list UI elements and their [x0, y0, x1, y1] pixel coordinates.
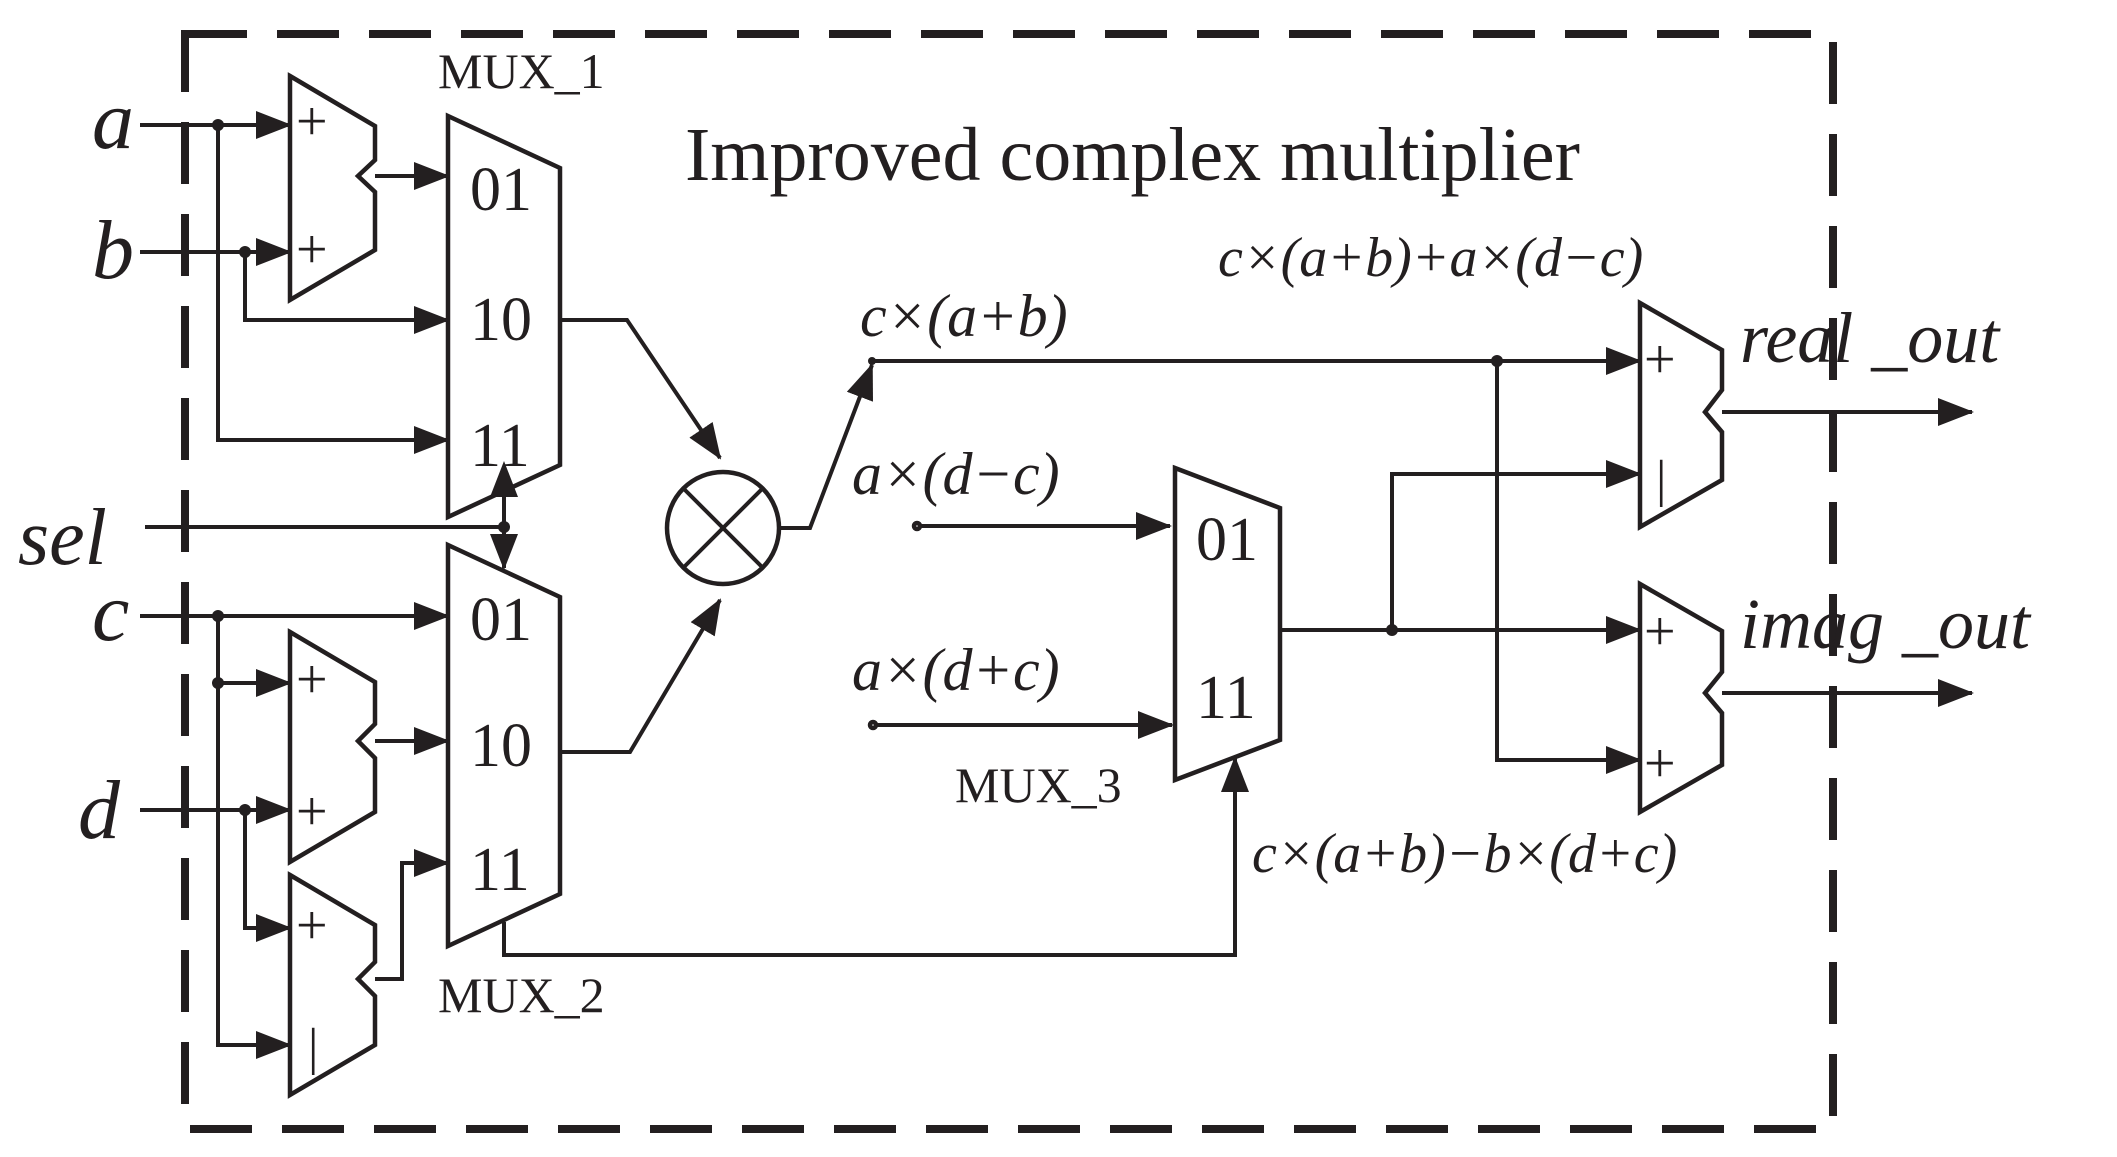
real-sub-plus: + [1644, 329, 1676, 391]
mux1-port-10: 10 [470, 286, 532, 354]
input-sel-label: sel [18, 494, 107, 582]
real-sub-minus: | [1656, 451, 1666, 508]
imag-add-plus-top: + [1644, 601, 1676, 663]
mux3-label: MUX_3 [955, 757, 1122, 813]
real-subtractor [1637, 299, 1725, 531]
wire-a-to-mux1-11 [216, 125, 450, 454]
wire-sub-dc-to-mux2-11 [375, 849, 450, 981]
wire-mux2-to-mux3-select [502, 756, 1249, 957]
adder-cd-plus-top: + [296, 649, 328, 711]
terminal-a-dpc [867, 719, 879, 731]
adder-ab-plus-top: + [296, 91, 328, 153]
imag-adder [1637, 580, 1725, 816]
junction-b [239, 246, 251, 258]
adder-ab-plus-bottom: + [296, 219, 328, 281]
input-b-label: b [92, 204, 134, 297]
terminal-a-dmc [911, 520, 923, 532]
real-expr-label: c×(a+b)+a×(d−c) [1218, 227, 1643, 289]
adder-cd-plus-bottom: + [296, 781, 328, 843]
wire-c-to-sub-dc [216, 683, 292, 1059]
signal-c-ab-label: c×(a+b) [860, 283, 1068, 349]
mux1-label: MUX_1 [438, 43, 605, 99]
wire-multiplier-out [779, 363, 874, 530]
wire-mux2-to-multiplier [560, 598, 722, 754]
wire-mux1-to-multiplier [560, 318, 722, 460]
imag-expr-label: c×(a+b)−b×(d+c) [1252, 823, 1677, 885]
input-d-label: d [78, 764, 121, 857]
adder-ab [287, 72, 378, 304]
input-a-label: a [92, 74, 134, 167]
junction-c-ab-branch [1491, 355, 1503, 367]
mux3 [1172, 464, 1283, 784]
sel-junction [498, 521, 510, 533]
junction-d [239, 804, 251, 816]
mux2 [445, 541, 563, 950]
mux2-port-01: 01 [470, 586, 532, 654]
wire-d-to-sub-dc [243, 810, 292, 942]
wire-mux3-to-real-sub [1390, 460, 1642, 630]
wire-c-ab-to-imag [1495, 361, 1642, 774]
mux1-port-01: 01 [470, 156, 532, 224]
junction-a [212, 119, 224, 131]
mux3-port-01: 01 [1196, 506, 1258, 574]
signal-a-dpc-label: a×(d+c) [852, 637, 1060, 703]
mux1-port-11: 11 [470, 412, 530, 480]
multiplier-cross-2 [681, 486, 765, 570]
input-c-label: c [92, 566, 129, 659]
real-out-label: real _out [1740, 298, 2001, 378]
signal-a-dmc-label: a×(d−c) [852, 441, 1060, 507]
junction-mux3-out [1386, 624, 1398, 636]
subtractor-dc-plus: + [296, 895, 328, 957]
imag-out-label: imag _out [1740, 584, 2032, 664]
mux2-label: MUX_2 [438, 967, 605, 1023]
imag-add-plus-bottom: + [1644, 733, 1676, 795]
mux3-port-11: 11 [1196, 664, 1256, 732]
junction-c [212, 610, 224, 622]
junction-c-2 [212, 677, 224, 689]
wire-c-to-adder-cd [216, 616, 292, 697]
diagram-title: Improved complex multiplier [685, 113, 1580, 197]
subtractor-dc-minus: | [308, 1019, 318, 1076]
adder-cd [287, 628, 378, 866]
subtractor-dc [287, 871, 378, 1099]
mux2-port-10: 10 [470, 712, 532, 780]
mux2-port-11: 11 [470, 836, 530, 904]
mux1 [445, 112, 563, 521]
wire-b-to-mux1-10 [243, 252, 450, 334]
dashed-boundary [181, 30, 1837, 1133]
